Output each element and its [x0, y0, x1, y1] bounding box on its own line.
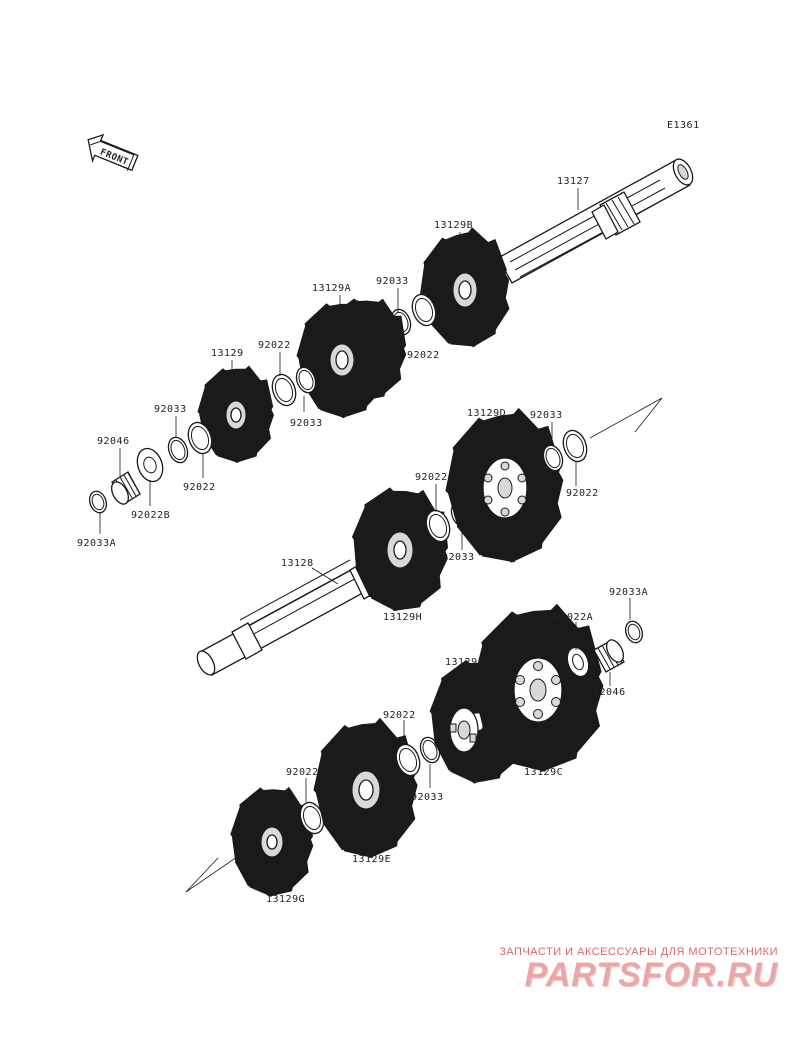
label-92033: 92033: [154, 404, 187, 415]
shaft-13128: [196, 559, 381, 676]
label-92022: 92022: [383, 710, 416, 721]
label-13129C: 13129C: [524, 767, 563, 778]
label-92033: 92033: [411, 792, 444, 803]
label-13127: 13127: [557, 176, 590, 187]
watermark: ЗАПЧАСТИ И АКСЕССУАРЫ ДЛЯ МОТОТЕХНИКИ PA…: [499, 946, 778, 995]
circlip-92033A-lower: [624, 620, 644, 644]
label-92022: 92022: [183, 482, 216, 493]
label-92022A: 92022A: [554, 612, 593, 623]
part-labels: 13127 13129B 92033 13129A 92022 13129 92…: [77, 176, 648, 905]
label-13129E: 13129E: [352, 854, 391, 865]
gear-13129D: [468, 440, 542, 536]
gear-13129H: [369, 509, 432, 590]
washer-92022A: [566, 646, 590, 678]
label-13129B: 13129B: [434, 220, 473, 231]
gear-13129F: [448, 683, 509, 761]
circlip-92033-mid: [295, 366, 317, 394]
label-92022: 92022: [407, 350, 440, 361]
washer-92022-lower: [187, 421, 213, 455]
circlip-92033-lower: [167, 436, 189, 464]
label-92033: 92033: [442, 552, 475, 563]
diagram-code: E1361: [667, 120, 700, 131]
label-92033: 92033: [376, 276, 409, 287]
front-arrow-icon: FRONT: [87, 133, 139, 172]
label-13128: 13128: [281, 558, 314, 569]
label-92033: 92033: [290, 418, 323, 429]
bearing-92046-upper: [110, 471, 141, 505]
gear-13129B: [435, 251, 495, 329]
label-92033A: 92033A: [77, 538, 116, 549]
washer-92022-lower-mid: [395, 743, 421, 777]
label-13129G: 13129G: [266, 894, 305, 905]
label-92046: 92046: [593, 687, 626, 698]
label-92022B: 92022B: [131, 510, 170, 521]
washer-92022-upper: [411, 293, 437, 327]
label-92033A: 92033A: [609, 587, 648, 598]
label-92046: 92046: [97, 436, 130, 447]
watermark-brand: PARTSFOR.RU: [524, 956, 778, 994]
label-13129H: 13129H: [383, 612, 422, 623]
label-13129: 13129: [211, 348, 244, 359]
label-92022: 92022: [286, 767, 319, 778]
gear-13129A: [317, 318, 391, 394]
gear-13129C: [499, 640, 578, 740]
gear-13129G: [247, 808, 298, 876]
label-92033: 92033: [530, 410, 563, 421]
middle-assembly: [196, 397, 663, 676]
leader-lines: [99, 188, 631, 892]
gear-13129E: [335, 747, 398, 832]
washer-92022B: [136, 447, 164, 483]
circlip-92033-right: [542, 444, 564, 472]
label-13129F: 13129F: [445, 657, 484, 668]
label-92022: 92022: [258, 340, 291, 351]
label-92022: 92022: [415, 472, 448, 483]
shaft-13127: [497, 158, 694, 284]
washer-92022-mid: [271, 373, 297, 407]
washer-92022-right: [562, 429, 588, 463]
label-92022: 92022: [566, 488, 599, 499]
label-13129D: 13129D: [467, 408, 506, 419]
label-13129A: 13129A: [312, 283, 351, 294]
watermark-tagline: ЗАПЧАСТИ И АКСЕССУАРЫ ДЛЯ МОТОТЕХНИКИ: [499, 946, 778, 958]
upper-assembly: [88, 158, 694, 514]
washer-92022-middle: [425, 509, 451, 543]
gear-13129: [214, 379, 266, 442]
circlip-92033A-upper: [88, 490, 108, 514]
bearing-92046-lower: [593, 639, 625, 673]
lower-assembly: [185, 619, 644, 892]
